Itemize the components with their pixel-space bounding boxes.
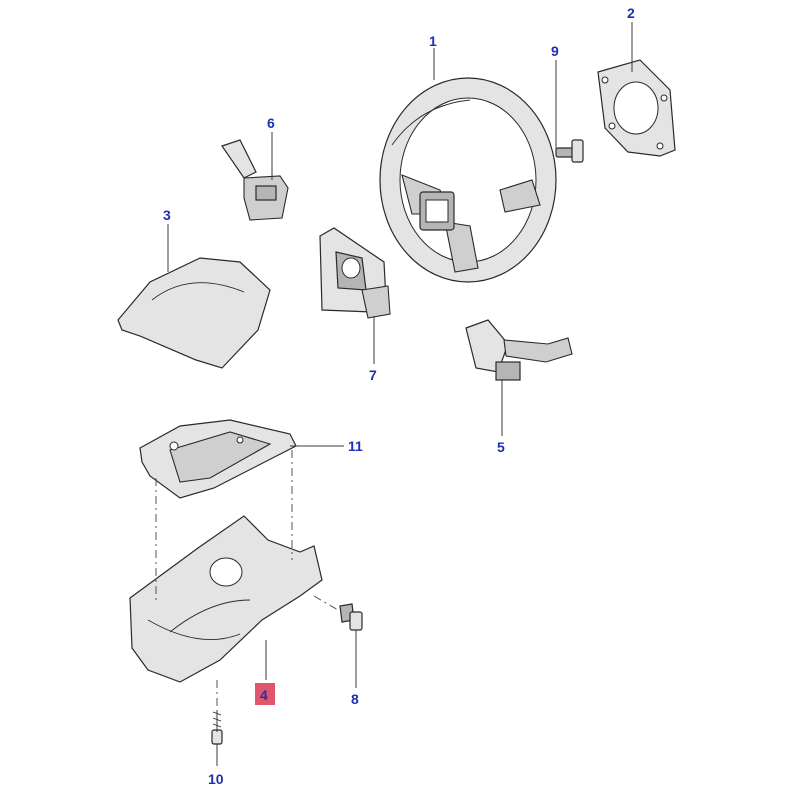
callout-5: 5 xyxy=(497,439,505,455)
cover-plate-11 xyxy=(139,419,297,499)
lower-shroud xyxy=(129,515,323,683)
switch-5 xyxy=(465,319,573,381)
screw-10 xyxy=(211,710,223,745)
callout-9: 9 xyxy=(551,43,559,59)
callout-10: 10 xyxy=(208,771,224,787)
assembly-lines xyxy=(155,450,339,708)
upper-shroud xyxy=(117,257,271,369)
callout-4-highlight xyxy=(255,683,275,705)
steering-wheel xyxy=(379,77,557,283)
callout-8: 8 xyxy=(351,691,359,707)
callout-7: 7 xyxy=(369,367,377,383)
leader-lines xyxy=(167,22,633,766)
callout-11: 11 xyxy=(348,438,363,454)
callout-4: 4 xyxy=(260,687,268,703)
callout-3: 3 xyxy=(163,207,171,223)
switch-6 xyxy=(221,139,289,221)
callout-6: 6 xyxy=(267,115,275,131)
callout-2: 2 xyxy=(627,5,635,21)
screw-8 xyxy=(339,603,363,631)
callout-1: 1 xyxy=(429,33,437,49)
bracket-7 xyxy=(319,227,391,319)
bolt-9 xyxy=(555,139,584,163)
mounting-plate xyxy=(597,59,676,157)
